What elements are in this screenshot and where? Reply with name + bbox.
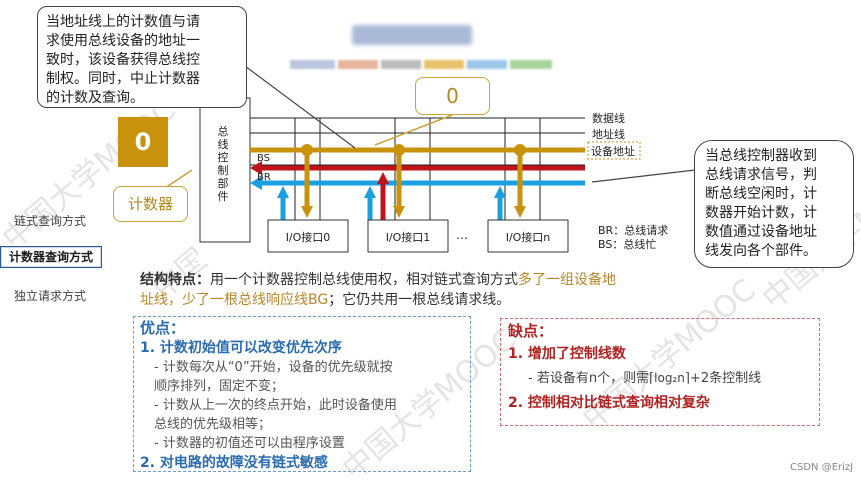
callout-pointer xyxy=(591,169,696,183)
device-address-label: 设备地址 xyxy=(591,145,635,158)
nav-item-independent-request[interactable]: 独立请求方式 xyxy=(13,289,86,303)
blurred-strip xyxy=(290,60,335,69)
io-interface-box xyxy=(487,219,569,253)
blurred-strip xyxy=(338,60,378,69)
data-line-label: 数据线 xyxy=(592,112,625,125)
legend-br: BR：总线请求 xyxy=(598,224,669,237)
blurred-strip xyxy=(467,60,507,69)
callout-controller-counting: 当总线控制器收到 总线请求信号，判 断总线空闲时，计 数器开始计数，计 数值通过… xyxy=(694,140,854,268)
gold-taps xyxy=(301,144,526,218)
bs-label: BS xyxy=(257,153,271,164)
address-value-callout: 0 xyxy=(415,77,490,115)
io-interface-box xyxy=(267,219,349,253)
cons-box xyxy=(500,318,820,426)
pros-box xyxy=(133,316,471,472)
counter-value: 0 xyxy=(118,117,168,167)
blurred-title xyxy=(352,25,472,45)
io-interface-n-label: I/O接口n xyxy=(505,231,551,244)
callout-pointer xyxy=(244,65,356,149)
interface-ellipsis: … xyxy=(456,228,468,242)
cons-content: 缺点： 1. 增加了控制线数 - 若设备有n个，则需⌈log₂n⌉+2条控制线 … xyxy=(508,322,762,411)
bus-request-arrow-blue xyxy=(250,176,262,190)
io-interface-0-label: I/O接口0 xyxy=(285,231,331,244)
legend-bs: BS：总线忙 xyxy=(598,238,657,251)
blurred-strip xyxy=(381,60,421,69)
bus-controller-box xyxy=(199,97,251,243)
blurred-strip xyxy=(510,60,552,69)
br-arrow-red xyxy=(250,161,262,175)
counter-label: 计数器 xyxy=(113,186,188,222)
nav-item-chain-query[interactable]: 链式查询方式 xyxy=(13,214,86,228)
pros-content: 优点： 1. 计数初始值可以改变优先次序 - 计数每次从“0”开始，设备的优先级… xyxy=(140,319,397,471)
controller-label: 总线控制部件 xyxy=(217,125,229,203)
io-interface-1-label: I/O接口1 xyxy=(385,231,431,244)
io-interface-box xyxy=(367,219,449,253)
device-address-label-box xyxy=(587,141,641,160)
callout-pointer xyxy=(164,169,193,189)
credit-label: CSDN @ErizJ xyxy=(790,462,854,473)
blurred-strip xyxy=(424,60,464,69)
structure-feature: 结构特点：用一个计数器控制总线使用权，相对链式查询方式多了一组设备地 址线，少了… xyxy=(140,272,616,308)
callout-address-match: 当地址线上的计数值与请 求使用总线设备的地址一 致时，该设备获得总线控 制权。同… xyxy=(37,6,247,108)
br-label: BR xyxy=(257,172,271,183)
nav-item-counter-query[interactable]: 计数器查询方式 xyxy=(0,246,102,268)
address-line-label: 地址线 xyxy=(592,128,625,141)
callout-pointer xyxy=(374,114,453,146)
